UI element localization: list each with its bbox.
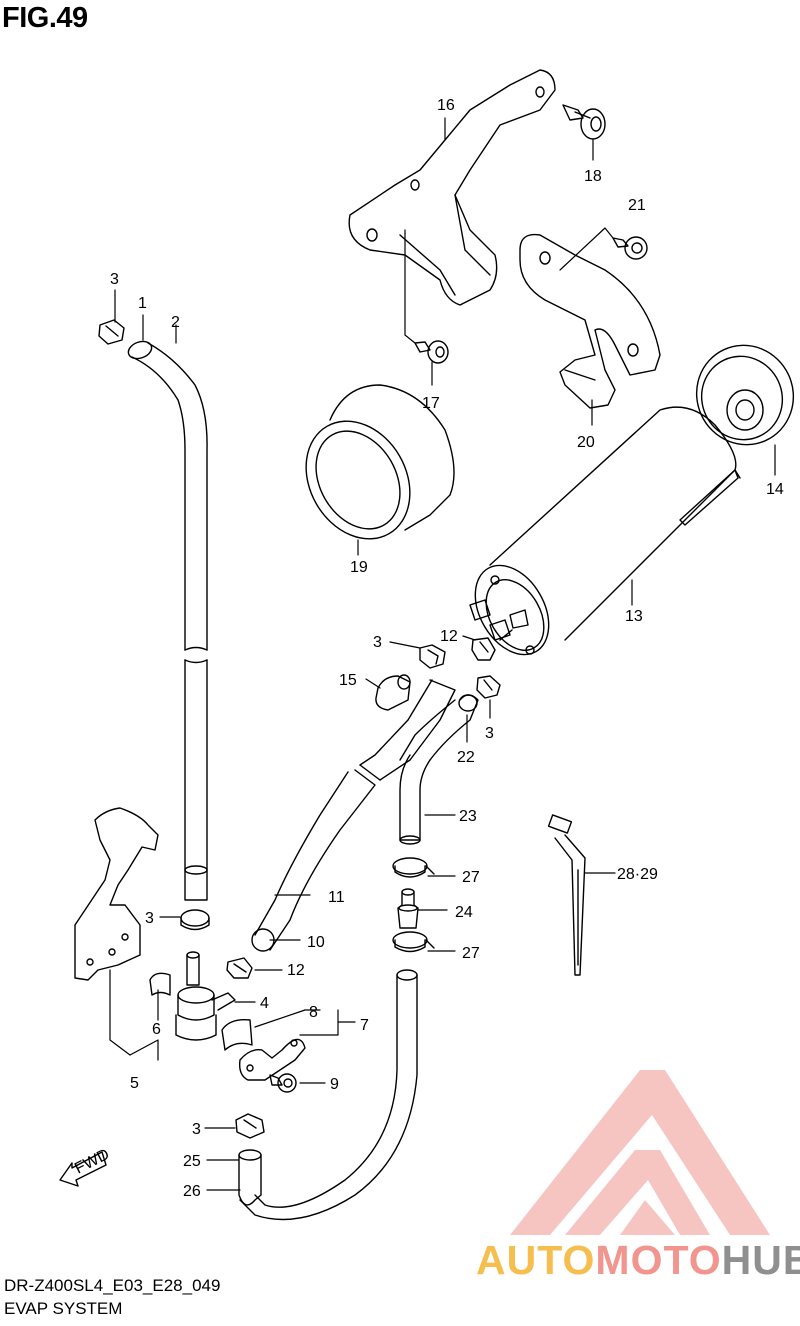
- footer-system-name: EVAP SYSTEM: [4, 1299, 123, 1318]
- watermark-text: AUTOMOTOHUB: [476, 1237, 800, 1284]
- callout-7: 7: [360, 1017, 369, 1034]
- canister-13: [469, 406, 741, 656]
- hose-25: [238, 1149, 262, 1206]
- watermark-auto: AUTO: [476, 1237, 596, 1283]
- callout-27-a: 27: [462, 869, 480, 886]
- footer-model-code: DR-Z400SL4_E03_E28_049: [4, 1276, 221, 1295]
- clamp-mid-12: [226, 957, 253, 979]
- bracket-5: [74, 807, 159, 981]
- hose-22: [399, 694, 479, 761]
- callout-21: 21: [628, 197, 646, 214]
- bracket-20: [519, 233, 661, 409]
- clamp-lower-3: [235, 1113, 265, 1139]
- callout-24: 24: [455, 904, 473, 921]
- callout-3-b: 3: [485, 725, 494, 742]
- valve-4: [175, 951, 236, 1041]
- cable-tie-28-29: [547, 814, 586, 976]
- hose-11: [251, 679, 456, 952]
- callout-19: 19: [350, 559, 368, 576]
- callout-2: 2: [171, 314, 180, 331]
- callout-3-a: 3: [373, 634, 382, 651]
- callout-25: 25: [183, 1153, 201, 1170]
- bolt-9: [269, 1073, 297, 1093]
- callout-17: 17: [422, 395, 440, 412]
- hose-23: [399, 754, 431, 845]
- leader-lines: [109, 117, 776, 1191]
- callout-12-a: 12: [440, 628, 458, 645]
- figure-title: FIG.49: [2, 2, 88, 34]
- bracket-7: [238, 1038, 306, 1081]
- fwd-arrow-icon: [59, 1151, 107, 1187]
- callout-5: 5: [130, 1075, 139, 1092]
- clamp-upper-12: [471, 637, 496, 661]
- callout-18: 18: [584, 168, 602, 185]
- callout-11: 11: [328, 889, 345, 906]
- callout-1: 1: [138, 295, 147, 312]
- bracket-16: [348, 69, 556, 306]
- callout-4: 4: [260, 995, 269, 1012]
- callouts: 16 18 21 17 20 14 19 13 3 12 15 3 22 23 …: [110, 97, 784, 1200]
- clamp-mid-3: [180, 909, 210, 931]
- callout-28-29: 28·29: [617, 866, 658, 883]
- callout-9: 9: [330, 1076, 339, 1093]
- callout-12-b: 12: [287, 962, 305, 979]
- callout-3-top: 3: [110, 271, 119, 288]
- hose-2: [127, 340, 208, 901]
- bolt-21: [612, 236, 648, 260]
- hose-26: [239, 969, 418, 1221]
- callout-14: 14: [766, 481, 784, 498]
- callout-3-c: 3: [145, 910, 154, 927]
- fwd-label: FWD: [72, 1146, 112, 1178]
- hose-15: [375, 674, 411, 711]
- callout-20: 20: [577, 434, 595, 451]
- callout-8: 8: [309, 1004, 318, 1021]
- callout-15: 15: [339, 672, 357, 689]
- clamp-upper-3: [419, 644, 446, 669]
- clip-6: [149, 972, 171, 996]
- watermark-logo: [510, 1070, 770, 1235]
- bolt-17: [414, 340, 449, 364]
- watermark-moto: MOTO: [595, 1237, 722, 1283]
- rubber-cushion-19: [305, 384, 455, 540]
- clamp-top-3: [98, 319, 125, 345]
- cap-14: [695, 344, 795, 446]
- watermark-hub: HUB: [721, 1237, 800, 1283]
- callout-22: 22: [457, 749, 475, 766]
- callout-10: 10: [307, 934, 325, 951]
- clamp-27-upper: [392, 857, 435, 878]
- callout-27-b: 27: [462, 945, 480, 962]
- fitting-24: [397, 888, 419, 929]
- bolt-18: [562, 104, 606, 140]
- clamp-right-3: [476, 675, 501, 699]
- callout-13: 13: [625, 608, 643, 625]
- callout-6: 6: [152, 1021, 161, 1038]
- callout-3-d: 3: [192, 1121, 201, 1138]
- callout-16: 16: [437, 97, 455, 114]
- clamp-27-lower: [392, 931, 435, 953]
- callout-23: 23: [459, 808, 477, 825]
- clip-8: [221, 1019, 253, 1051]
- callout-26: 26: [183, 1183, 201, 1200]
